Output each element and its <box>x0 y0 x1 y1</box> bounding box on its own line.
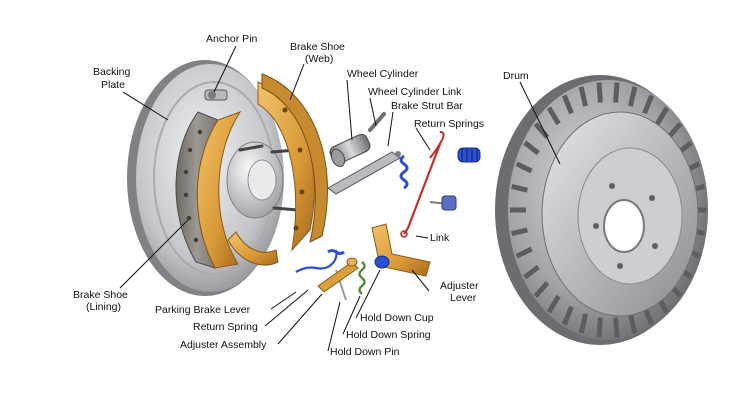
return-spring-lower <box>295 249 345 273</box>
drum-fin <box>523 264 540 280</box>
return-springs <box>399 131 481 190</box>
label-wheel-cylinder: Wheel Cylinder <box>347 68 419 80</box>
hold-down-cup <box>374 255 390 269</box>
adjuster-link <box>400 143 442 238</box>
label-return-springs: Return Springs <box>414 118 485 130</box>
brake-drum <box>495 75 708 345</box>
label-brake-shoe-lining-line1: Brake Shoe <box>73 289 128 301</box>
label-hold-down-spring: Hold Down Spring <box>346 329 431 341</box>
drum-fin <box>642 94 655 115</box>
drum-fin <box>546 294 561 314</box>
drum-fin <box>628 313 638 334</box>
drum-fin <box>578 313 588 334</box>
drum-fin <box>666 122 683 139</box>
label-hold-down-cup: Hold Down Cup <box>360 312 434 324</box>
wheel-cylinder-link <box>368 112 386 132</box>
drum-fin <box>578 86 588 107</box>
brake-shoe-lining <box>175 111 242 269</box>
brake-shoe-web <box>227 73 328 266</box>
drum-fin <box>511 227 528 236</box>
label-wheel-cylinder-link: Wheel Cylinder Link <box>368 86 462 98</box>
label-brake-shoe-web-line1: Brake Shoe <box>290 41 345 53</box>
drum-fin <box>628 86 638 107</box>
label-adjuster-assembly: Adjuster Assembly <box>180 339 267 351</box>
drum-fin <box>515 246 533 259</box>
label-anchor-pin: Anchor Pin <box>206 33 258 45</box>
wheel-hub <box>226 141 300 219</box>
drum-fin <box>613 82 620 103</box>
label-adjuster-lever-line2: Lever <box>450 292 477 304</box>
label-brake-strut-bar: Brake Strut Bar <box>391 100 463 112</box>
drum-fin <box>596 82 603 103</box>
label-brake-shoe-lining-line2: (Lining) <box>86 301 122 313</box>
adjuster-spring <box>429 195 457 211</box>
drum-fin <box>561 94 574 115</box>
leader-lines <box>119 45 561 352</box>
adjuster-assembly <box>317 257 359 293</box>
label-link: Link <box>430 232 450 244</box>
label-backing-plate-line2: Plate <box>101 79 125 91</box>
label-adjuster-lever-line1: Adjuster <box>440 280 479 292</box>
drum-fin <box>546 106 561 126</box>
label-brake-shoe-web-line2: (Web) <box>305 53 334 65</box>
label-hold-down-pin: Hold Down Pin <box>330 346 400 358</box>
label-parking-brake-lever: Parking Brake Lever <box>155 304 251 316</box>
drum-fin <box>613 317 620 338</box>
label-drum: Drum <box>503 70 529 82</box>
drum-fin <box>655 106 670 126</box>
drum-fin <box>533 281 550 298</box>
hold-down-spring <box>358 261 366 295</box>
drum-fin <box>561 305 574 326</box>
wheel-cylinder <box>329 133 371 168</box>
label-return-spring: Return Spring <box>193 321 258 333</box>
drum-fin <box>511 184 528 193</box>
drum-fin <box>523 140 540 156</box>
anchor-pin <box>204 89 228 101</box>
drum-fin <box>596 317 603 338</box>
label-backing-plate-line1: Backing <box>93 66 131 78</box>
drum-fin <box>515 161 533 174</box>
